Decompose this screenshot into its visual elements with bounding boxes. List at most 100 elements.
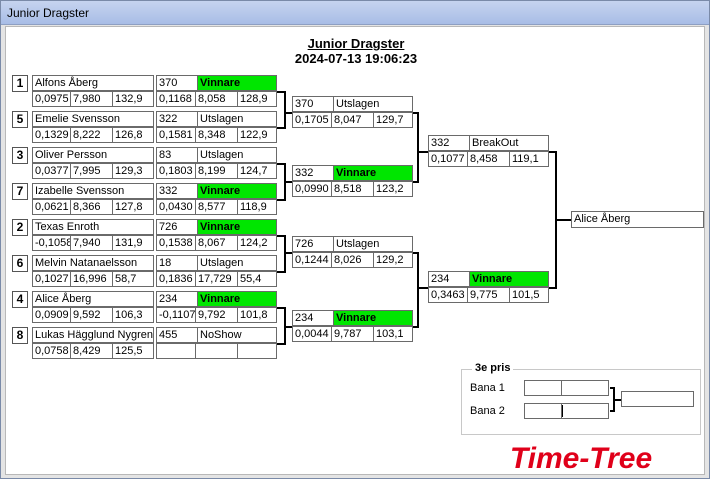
car-number[interactable]: 234 — [428, 271, 470, 287]
car-number[interactable]: 370 — [292, 96, 334, 112]
seed-number: 2 — [12, 219, 28, 236]
elapsed-time: 8,429 — [70, 343, 113, 359]
bracket-line — [610, 410, 614, 412]
car-number[interactable]: 234 — [292, 310, 334, 326]
reaction-time: 0,0621 — [32, 199, 71, 215]
bracket-line — [417, 112, 419, 183]
bracket-line — [277, 199, 285, 201]
logo-text: Time-Tree — [510, 442, 652, 472]
lane2-status-field[interactable] — [561, 403, 609, 419]
elapsed-time: 17,729 — [195, 271, 238, 287]
title-bar[interactable]: Junior Dragster — [1, 1, 709, 25]
reaction-time: 0,0990 — [292, 181, 332, 197]
speed: 124,2 — [237, 235, 277, 251]
driver-name[interactable]: Emelie Svensson — [32, 111, 154, 127]
driver-name[interactable]: Lukas Hägglund Nygren — [32, 327, 154, 343]
car-number[interactable]: 332 — [428, 135, 470, 151]
status-cell[interactable]: Vinnare — [469, 271, 549, 287]
driver-name[interactable]: Alice Åberg — [32, 291, 154, 307]
status-cell[interactable]: Utslagen — [197, 111, 277, 127]
reaction-time: 0,1705 — [292, 112, 332, 128]
reaction-time: 0,1077 — [428, 151, 468, 167]
bracket-line — [277, 343, 285, 345]
speed: 127,8 — [112, 199, 154, 215]
car-number[interactable]: 726 — [292, 236, 334, 252]
seed-number: 7 — [12, 183, 28, 200]
driver-name[interactable]: Alfons Åberg — [32, 75, 154, 91]
seed-number: 3 — [12, 147, 28, 164]
page-title: Junior Dragster — [307, 36, 405, 51]
status-cell[interactable]: Vinnare — [333, 165, 413, 181]
seed-number: 6 — [12, 255, 28, 272]
car-number[interactable]: 455 — [156, 327, 198, 343]
speed: 118,9 — [237, 199, 277, 215]
status-cell[interactable]: Utslagen — [333, 236, 413, 252]
status-cell[interactable]: Utslagen — [197, 255, 277, 271]
seed-number: 4 — [12, 291, 28, 308]
reaction-time: 0,0430 — [156, 199, 196, 215]
status-cell[interactable]: BreakOut — [469, 135, 549, 151]
car-number[interactable]: 83 — [156, 147, 198, 163]
status-cell[interactable]: Utslagen — [333, 96, 413, 112]
reaction-time: 0,1244 — [292, 252, 332, 268]
bracket-line — [413, 112, 418, 114]
seed-number: 8 — [12, 327, 28, 344]
car-number[interactable]: 234 — [156, 291, 198, 307]
status-cell[interactable]: Vinnare — [197, 291, 277, 307]
car-number[interactable]: 18 — [156, 255, 198, 271]
reaction-time: 0,1329 — [32, 127, 71, 143]
speed: 124,7 — [237, 163, 277, 179]
reaction-time: 0,0975 — [32, 91, 71, 107]
driver-name[interactable]: Melvin Natanaelsson — [32, 255, 154, 271]
driver-name[interactable]: Oliver Persson — [32, 147, 154, 163]
reaction-time: 0,1836 — [156, 271, 196, 287]
lane1-status-field[interactable] — [561, 380, 609, 396]
time-tree-logo: Time-Tree — [510, 442, 652, 472]
elapsed-time: 9,592 — [70, 307, 113, 323]
bracket-line — [413, 252, 418, 254]
speed: 132,9 — [112, 91, 154, 107]
reaction-time: -0,1058 — [32, 235, 71, 251]
car-number[interactable]: 332 — [292, 165, 334, 181]
elapsed-time: 9,792 — [195, 307, 238, 323]
status-cell[interactable]: Vinnare — [197, 183, 277, 199]
reaction-time: 0,0044 — [292, 326, 332, 342]
speed: 129,2 — [373, 252, 413, 268]
lane1-number-field[interactable] — [524, 380, 562, 396]
speed: 58,7 — [112, 271, 154, 287]
status-cell[interactable]: Vinnare — [197, 219, 277, 235]
third-place-box: 3e pris Bana 1 Bana 2 — [461, 362, 701, 435]
status-cell[interactable]: NoShow — [197, 327, 277, 343]
third-place-winner-field[interactable] — [621, 391, 694, 407]
status-cell[interactable]: Vinnare — [333, 310, 413, 326]
reaction-time: 0,1168 — [156, 91, 196, 107]
elapsed-time: 7,940 — [70, 235, 113, 251]
car-number[interactable]: 332 — [156, 183, 198, 199]
bracket-line — [284, 235, 286, 273]
bracket-line — [277, 235, 285, 237]
driver-name[interactable]: Texas Enroth — [32, 219, 154, 235]
window-title: Junior Dragster — [7, 6, 90, 20]
driver-name[interactable]: Izabelle Svensson — [32, 183, 154, 199]
bracket-line — [284, 91, 286, 129]
status-cell[interactable]: Utslagen — [197, 147, 277, 163]
status-cell[interactable]: Vinnare — [197, 75, 277, 91]
elapsed-time: 8,047 — [331, 112, 374, 128]
elapsed-time: 8,067 — [195, 235, 238, 251]
elapsed-time: 8,026 — [331, 252, 374, 268]
lane2-number-field[interactable] — [524, 403, 562, 419]
reaction-time: 0,1803 — [156, 163, 196, 179]
speed: 129,7 — [373, 112, 413, 128]
bracket-line — [277, 127, 285, 129]
bracket-line — [277, 307, 285, 309]
elapsed-time: 7,995 — [70, 163, 113, 179]
speed: 129,3 — [112, 163, 154, 179]
car-number[interactable]: 322 — [156, 111, 198, 127]
car-number[interactable]: 726 — [156, 219, 198, 235]
reaction-time: -0,1107 — [156, 307, 196, 323]
text-caret — [562, 405, 563, 417]
car-number[interactable]: 370 — [156, 75, 198, 91]
speed: 101,5 — [509, 287, 549, 303]
bracket-line — [284, 181, 292, 183]
